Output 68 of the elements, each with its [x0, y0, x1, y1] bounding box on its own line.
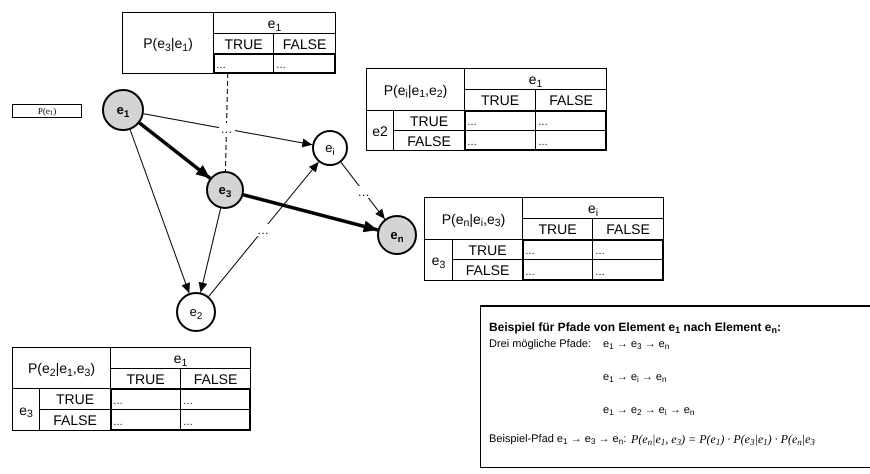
table-cell-text: … — [538, 118, 548, 128]
table-cell-text: … — [183, 418, 193, 428]
table-cell-text: P(e$_{n}$|e$_{i}$,e$_{3}$) — [442, 212, 506, 226]
probability-table — [424, 197, 664, 281]
table-cell-text: TRUE — [538, 222, 577, 236]
table-cell-text: TRUE — [468, 242, 507, 256]
edge-label: … — [220, 122, 232, 136]
table-cell-text: … — [467, 138, 477, 148]
panel-text: e$_{1}$ → e$_{i}$ → e$_{n}$ — [603, 371, 667, 383]
probability-box — [12, 104, 82, 118]
table-cell-text: … — [216, 61, 226, 71]
table-cell-text: … — [525, 268, 535, 278]
table-cell-text: TRUE — [56, 392, 94, 406]
table-cell-text: e$_{1}$ — [528, 72, 542, 86]
node-label: e$_{1}$ — [116, 101, 130, 120]
edge-label: … — [358, 184, 370, 198]
probability-table — [12, 347, 251, 431]
arrow — [340, 162, 386, 220]
table-cell-text: … — [113, 418, 123, 428]
table-cell-text: e$_{i}$ — [588, 201, 598, 215]
panel-text: P(e$_{n}$|e$_{1}$, e$_{3}$) = P(e$_{1}$) · P(e$_{3}$|e$_{1}$) · P(e$_{n}$|e$_{3}$ — [631, 432, 815, 446]
table-cell-text: TRUE — [410, 114, 448, 128]
table-cell-text: … — [183, 397, 193, 407]
arrow — [143, 113, 313, 148]
table-cell-text: P(e$_{3}$|e$_{1}$) — [143, 36, 193, 50]
table-cell-text: P(e$_{2}$|e$_{1}$,e$_{3}$) — [28, 361, 96, 375]
node-label: e$_{n}$ — [390, 226, 404, 245]
panel-text: Drei mögliche Pfade: — [489, 338, 592, 350]
probability-table — [122, 12, 336, 74]
example-panel — [480, 305, 870, 468]
table-cell-text: … — [595, 247, 605, 257]
node-label: e$_{i}$ — [325, 139, 335, 158]
table-cell-text: … — [525, 247, 535, 257]
table-cell-text: … — [538, 138, 548, 148]
panel-text: e$_{1}$ → e$_{2}$ → e$_{i}$ → e$_{n}$ — [603, 404, 694, 416]
table-cell-text: … — [595, 268, 605, 278]
table-cell-text: … — [276, 61, 286, 71]
table-cell-text: FALSE — [282, 36, 326, 50]
probability-table — [366, 68, 607, 151]
table-cell-text: TRUE — [480, 93, 520, 107]
table-cell-text: e$_{3}$ — [19, 402, 33, 416]
panel-text: e$_{1}$ → e$_{3}$ → e$_{n}$ — [603, 338, 670, 350]
edge-label: … — [257, 223, 269, 237]
table-cell-text: FALSE — [53, 413, 97, 427]
node-label: e$_{3}$ — [218, 181, 232, 200]
panel-text: Beispiel für Pfade von Element e$_{1}$ nach Element e$_{n}$: — [489, 320, 781, 334]
arrow — [208, 161, 320, 297]
table-cell-text: FALSE — [407, 134, 451, 148]
table-cell-text: e$_{1}$ — [268, 16, 282, 30]
arrow — [130, 129, 190, 294]
table-cell-text: TRUE — [224, 36, 263, 50]
node-label: e$_{2}$ — [190, 303, 202, 322]
table-cell-text: e$_{1}$ — [174, 351, 188, 365]
table-cell-text: P(e$_{i}$|e$_{1}$,e$_{2}$) — [384, 82, 448, 96]
arrow — [198, 208, 222, 294]
table-cell-text: e2 — [372, 124, 388, 138]
table-cell-text: TRUE — [126, 372, 165, 386]
table-cell-text: FALSE — [606, 222, 650, 236]
table-cell-text: FALSE — [549, 93, 593, 107]
table-cell-text: FALSE — [194, 372, 238, 386]
arrow — [242, 193, 378, 232]
box-label: P(e$_{1}$) — [38, 106, 56, 116]
table-cell-text: … — [113, 397, 123, 407]
table-cell-text: FALSE — [466, 263, 510, 277]
table-cell-text: e$_{3}$ — [432, 253, 446, 267]
panel-text: Beispiel-Pfad e$_{1}$ → e$_{3}$ → e$_{n}$: — [489, 433, 626, 445]
arrow — [138, 122, 212, 180]
table-cell-text: … — [467, 118, 477, 128]
